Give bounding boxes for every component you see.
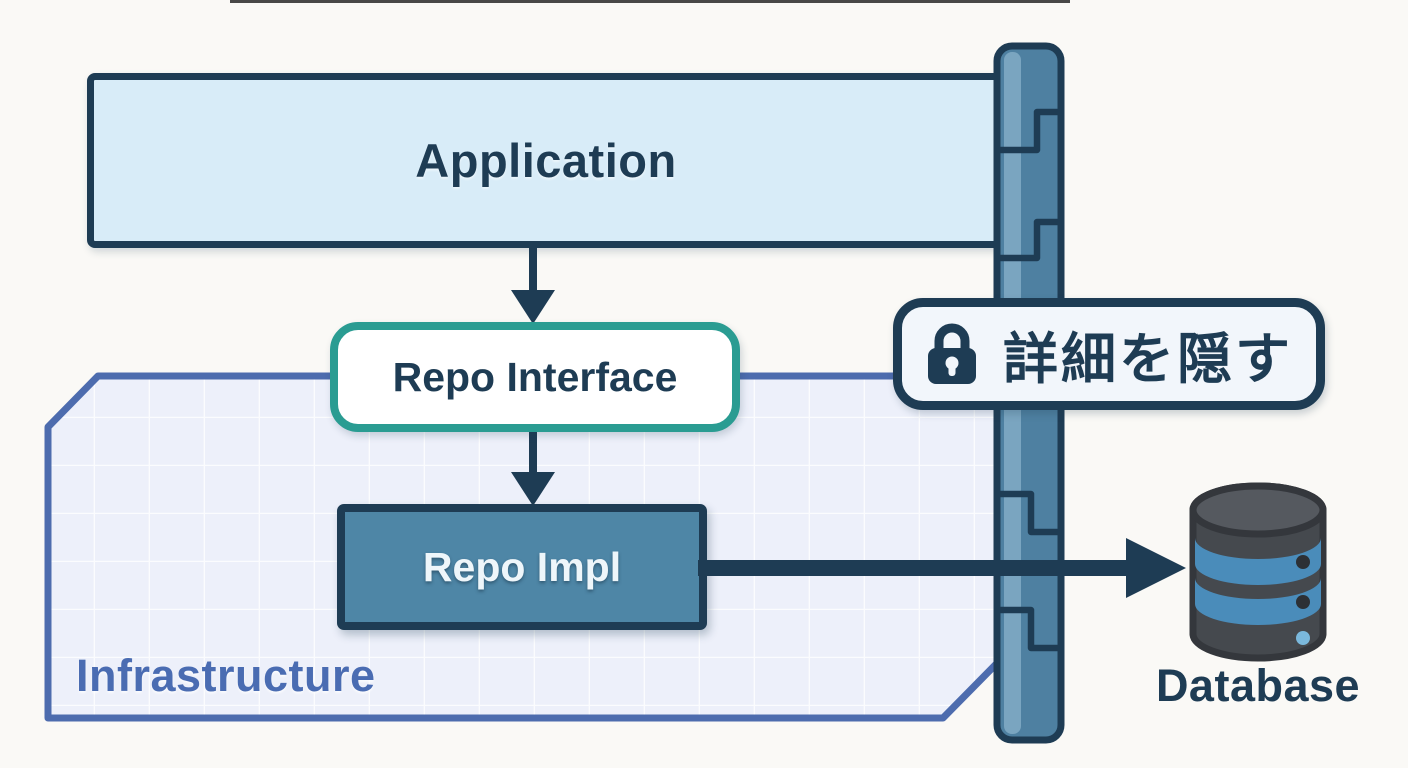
arrow-application-to-interface — [511, 246, 555, 324]
infrastructure-label: Infrastructure — [76, 650, 376, 701]
lock-icon — [927, 323, 976, 384]
application-label: Application — [415, 134, 677, 187]
top-border-line — [230, 0, 1070, 3]
database-label: Database — [1155, 660, 1361, 711]
repo-interface-label: Repo Interface — [392, 353, 678, 400]
database-icon — [1189, 482, 1327, 662]
repo-impl-label: Repo Impl — [422, 543, 622, 590]
hide-details-annotation: 詳細を隠す — [893, 298, 1325, 410]
hide-details-label: 詳細を隠す — [1002, 328, 1293, 390]
repo-interface-node: Repo Interface — [330, 322, 740, 432]
arrow-interface-to-impl — [511, 428, 555, 506]
repo-impl-node: Repo Impl — [337, 504, 707, 630]
application-node: Application — [87, 73, 1005, 248]
arrow-impl-to-database — [698, 538, 1186, 598]
